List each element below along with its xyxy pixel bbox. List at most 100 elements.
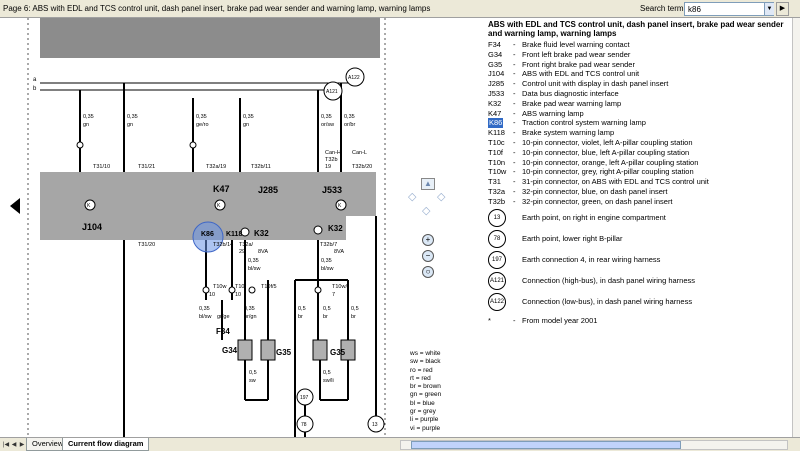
wire-label: ge/ro [196, 122, 209, 128]
k47-label: K47 [213, 184, 230, 194]
legend-item-j533[interactable]: J533-Data bus diagnostic interface [488, 88, 619, 98]
g35-label-left: G35 [276, 348, 292, 357]
legend-item-t32a[interactable]: T32a-32-pin connector, blue, on dash pan… [488, 186, 668, 196]
earth-13 [367, 415, 385, 433]
j104-block [40, 172, 180, 240]
wire-label: br [298, 314, 303, 320]
legend-symbol-desc: Earth point, on right in engine compartm… [522, 212, 666, 222]
wire-label: 0,35 [244, 306, 255, 312]
zoom-in-button[interactable]: + [422, 234, 434, 246]
legend-item-t32b[interactable]: T32b-32-pin connector, green, on dash pa… [488, 196, 673, 206]
legend-symbol-circle: A121 [488, 271, 506, 290]
legend-item-j285[interactable]: J285-Control unit with display in dash p… [488, 79, 669, 89]
g35-sender-right [340, 339, 356, 361]
a121-label: A121 [326, 89, 338, 95]
g34-sender [237, 339, 253, 361]
legend-symbol-desc: Earth point, lower right B-pillar [522, 233, 623, 243]
color-key-item: gn = green [410, 391, 442, 399]
wire-label: gn [243, 122, 249, 128]
legend-item-j104[interactable]: J104-ABS with EDL and TCS control unit [488, 69, 640, 79]
wire-label: T31/21 [138, 164, 155, 170]
legend-item-k47[interactable]: K47-ABS warning lamp [488, 108, 584, 118]
color-key-item: bl = blue [410, 399, 435, 407]
bottom-tab-bar: |◀ ◀ ▶ Overview Current flow diagram [0, 437, 800, 451]
wire-label: 8VA [258, 249, 268, 255]
horizontal-scroll-thumb[interactable] [411, 441, 681, 449]
horizontal-scrollbar[interactable] [400, 440, 788, 450]
page-back-arrow-icon[interactable] [10, 198, 20, 214]
search-dropdown-button[interactable]: ▼ [764, 3, 774, 15]
color-key-item: ws = white [410, 350, 441, 357]
legend-code: G34 [488, 49, 503, 59]
wire-label: br [323, 314, 328, 320]
legend-item-t10f[interactable]: T10f-10-pin connector, blue, left A-pill… [488, 147, 690, 157]
legend-item-t10n[interactable]: T10n-10-pin connector, orange, left A-pi… [488, 157, 699, 167]
legend-item-k32[interactable]: K32-Brake pad wear warning lamp [488, 98, 622, 108]
legend-code: T10f [488, 147, 504, 157]
wire-label: T10f [235, 284, 246, 290]
e13-label: 13 [372, 422, 378, 428]
tab-next-button[interactable]: ▶ [19, 442, 25, 448]
wire-label: 0,5 [249, 370, 257, 376]
legend-item-k86[interactable]: K86-Traction control system warning lamp [488, 118, 646, 129]
k86-label: K86 [201, 231, 214, 238]
vertical-scrollbar[interactable] [792, 18, 800, 437]
f34-label: F34 [216, 327, 230, 336]
legend-code: T10c [488, 137, 505, 147]
wire-label: T32b/20 [352, 164, 372, 170]
color-key-item: br = brown [410, 383, 441, 391]
search-next-button[interactable]: ▶ [776, 2, 789, 16]
legend-item-f34[interactable]: F34-Brake fluid level warning contact [488, 40, 630, 49]
legend-desc: Data bus diagnostic interface [522, 88, 619, 98]
legend-item-k118[interactable]: K118-Brake system warning lamp [488, 128, 615, 138]
color-key-item: ro = red [410, 366, 433, 374]
g34-label: G34 [222, 346, 238, 355]
legend-code: K118 [488, 128, 505, 138]
zoom-fit-button[interactable]: ○ [422, 266, 434, 278]
tab-first-button[interactable]: |◀ [2, 442, 10, 448]
legend-code: G35 [488, 59, 503, 69]
pan-left-button[interactable]: ◇ [408, 191, 417, 203]
legend-item-t31[interactable]: T31-31-pin connector, on ABS with EDL an… [488, 177, 709, 187]
search-input[interactable] [684, 2, 774, 16]
wire-label: T32b/11 [251, 164, 271, 170]
tab-current-flow-diagram[interactable]: Current flow diagram [62, 438, 150, 451]
pan-down-button[interactable]: ◇ [422, 205, 431, 217]
legend-item-g34[interactable]: G34-Front left brake pad wear sender [488, 49, 631, 59]
legend-desc: 32-pin connector, blue, on dash panel in… [522, 186, 668, 196]
legend-symbol-circle: 197 [488, 250, 506, 269]
wire-label: 10 [209, 292, 215, 298]
j285-k-label: K [217, 203, 221, 209]
wire-label: 0,35 [199, 306, 210, 312]
earth-78 [296, 415, 314, 433]
color-key-item: vi = purple [410, 424, 441, 432]
legend-desc: 10-pin connector, violet, left A-pillar … [522, 137, 693, 147]
legend-desc: 31-pin connector, on ABS with EDL and TC… [522, 177, 709, 187]
legend-item-t10c[interactable]: T10c-10-pin connector, violet, left A-pi… [488, 137, 693, 147]
g35-sender-left [260, 339, 276, 361]
color-key-item: gr = grey [410, 408, 436, 416]
tab-prev-button[interactable]: ◀ [11, 442, 17, 448]
pan-up-button[interactable]: ▲ [421, 178, 435, 190]
legend-code: K32 [488, 98, 502, 108]
legend-symbol-desc: Connection (low-bus), in dash panel wiri… [522, 296, 693, 306]
legend-item-g35[interactable]: G35-Front right brake pad wear sender [488, 59, 635, 69]
wire-label: 0,35 [83, 114, 94, 120]
legend-code: J104 [488, 69, 505, 79]
legend-item-t10w[interactable]: T10w-10-pin connector, grey, right A-pil… [488, 167, 694, 177]
bus-a-label: a [33, 77, 37, 83]
pan-right-button[interactable]: ◇ [437, 191, 446, 203]
wire-label: T10w/ [332, 284, 347, 290]
wire-label: 29 [239, 249, 245, 255]
wire-label: 0,35 [321, 258, 332, 264]
wire-label: T31/10 [93, 164, 110, 170]
legend-desc: ABS warning lamp [522, 108, 584, 118]
zoom-out-button[interactable]: − [422, 250, 434, 262]
search-label: Search term: [640, 4, 686, 13]
k32-left-label: K32 [254, 229, 269, 238]
